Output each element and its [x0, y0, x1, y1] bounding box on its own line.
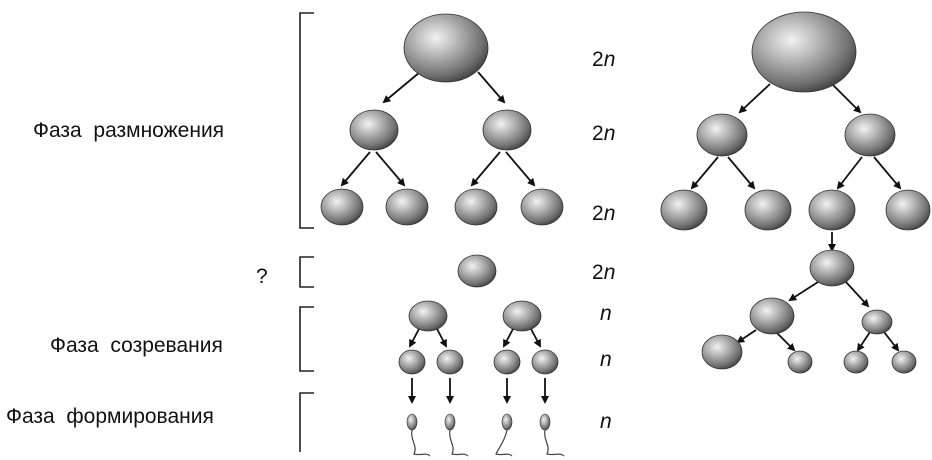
cell-polar-body — [843, 350, 869, 374]
arrow — [775, 331, 796, 352]
arrow — [856, 331, 871, 352]
cell — [385, 188, 429, 226]
ploidy-row5: n — [600, 302, 612, 325]
cell-oogonium-large — [751, 11, 857, 93]
bracket-unknown — [299, 256, 314, 288]
cell-spermatogonium-large — [403, 13, 489, 83]
arrow — [409, 326, 421, 348]
cell — [408, 300, 448, 332]
arrow — [736, 329, 757, 344]
arrow — [505, 151, 536, 187]
cell — [701, 334, 743, 370]
cell-polar-body — [861, 309, 893, 335]
ploidy-row4: 2n — [592, 261, 615, 284]
bracket-maturation — [299, 306, 314, 372]
bracket-formation — [299, 392, 314, 452]
arrow — [788, 281, 819, 302]
arrow — [503, 326, 515, 348]
arrow — [382, 71, 421, 104]
cell — [502, 300, 542, 332]
arrow — [845, 281, 870, 308]
cell — [660, 189, 708, 231]
phase-label-formation: Фаза формирования — [6, 405, 214, 428]
cell — [349, 109, 399, 151]
arrow — [727, 156, 756, 190]
cell — [454, 188, 498, 226]
cell — [749, 297, 795, 335]
arrow — [435, 326, 447, 348]
cell — [493, 349, 521, 375]
ploidy-row3: 2n — [592, 202, 615, 225]
arrow — [340, 151, 371, 187]
arrow — [873, 156, 902, 190]
cell — [520, 188, 564, 226]
arrow — [375, 151, 406, 187]
cell — [482, 109, 532, 151]
phase-label-maturation: Фаза созревания — [50, 334, 223, 357]
cell — [436, 349, 464, 375]
bracket-reproduction — [299, 12, 314, 229]
arrow — [690, 156, 719, 190]
spermatozoon — [406, 413, 431, 457]
arrow — [836, 156, 863, 190]
cell-oocyte — [809, 249, 855, 287]
phase-label-reproduction: Фаза размножения — [33, 119, 224, 142]
arrow — [529, 326, 541, 348]
phase-label-unknown: ? — [256, 265, 268, 288]
arrow — [738, 83, 771, 114]
cell — [696, 113, 748, 157]
cell — [885, 189, 931, 231]
arrow — [470, 151, 501, 187]
cell-polar-body — [787, 350, 813, 374]
ploidy-row1: 2n — [592, 48, 615, 71]
cell — [320, 188, 364, 226]
cell — [744, 189, 792, 231]
ploidy-row7: n — [600, 410, 612, 433]
cell — [398, 349, 426, 375]
oogenesis-tree — [660, 11, 931, 374]
arrow — [477, 71, 506, 104]
arrow — [883, 331, 900, 352]
spermatogenesis-tree — [320, 13, 565, 457]
arrow — [831, 83, 862, 114]
ploidy-row6: n — [600, 348, 612, 371]
cell-spermatocyte — [457, 254, 497, 288]
cell — [531, 349, 559, 375]
ploidy-row2: 2n — [592, 122, 615, 145]
cell — [808, 189, 856, 231]
spermatozoon — [539, 413, 565, 457]
cell — [844, 113, 896, 157]
cell-polar-body — [891, 350, 917, 374]
spermatozoon — [444, 413, 469, 457]
spermatozoon — [495, 413, 513, 457]
